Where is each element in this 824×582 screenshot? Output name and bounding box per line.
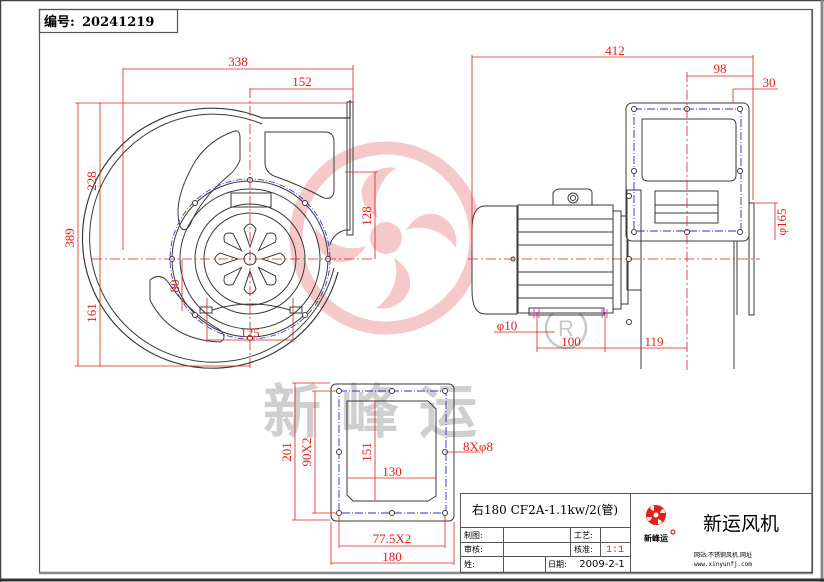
company-name: 新运风机 (703, 513, 779, 535)
dim-flange-outer-width: 180 (382, 549, 402, 564)
label-date: 日期: (548, 560, 567, 569)
front-view-dimensions (75, 65, 378, 370)
side-view (471, 102, 755, 369)
label-name: 姓: (464, 559, 475, 569)
dim-to-center: 119 (644, 334, 663, 349)
dim-height-upper: 228 (84, 171, 99, 191)
watermark-text: 新峰运 (263, 378, 497, 446)
dim-flange-outer-height: 201 (279, 442, 294, 462)
serial-value: 20241219 (82, 15, 154, 30)
dim-width-partial: 152 (292, 74, 312, 89)
serial-label: 编号: (44, 14, 75, 30)
dim-height-total: 389 (62, 228, 77, 248)
dim-flange-bolt-height: 90X2 (299, 438, 314, 467)
dim-foot-spacing-side: 100 (561, 334, 581, 349)
drawing-frame (38, 8, 814, 574)
watermark-logo-icon (289, 141, 483, 335)
serial-box (38, 8, 179, 34)
dim-flange-holes: 8Xφ8 (463, 439, 493, 454)
company-logo-text: 新峰运 (644, 533, 668, 543)
model-title: 右180 CF2A-1.1kw/2(管) (472, 502, 618, 517)
company-logo-icon (646, 505, 666, 525)
title-block (460, 493, 813, 573)
date-value: 2009-2-1 (579, 559, 624, 570)
label-reviewer: 审核: (464, 544, 483, 554)
dim-outlet-height: 128 (359, 206, 374, 226)
dim-width-total: 338 (228, 54, 248, 69)
label-approval: 核准: (574, 544, 593, 554)
dim-flange-inner-height: 151 (359, 442, 374, 462)
dim-flange-inner-width: 130 (382, 464, 402, 479)
side-view-dimensions (468, 55, 778, 370)
label-process: 工艺: (574, 531, 593, 540)
scale-value: 1:1 (606, 545, 624, 556)
dim-length-total: 412 (605, 43, 625, 58)
dim-foot-spacing: 125 (240, 325, 260, 340)
foot-hole-marks (533, 309, 608, 318)
label-drafter: 制图: (464, 530, 483, 540)
dim-diameter: φ165 (774, 208, 789, 235)
flange-view (330, 383, 455, 522)
dim-foot-height: 80 (167, 280, 182, 293)
dim-flange-bolt-width: 77.5X2 (373, 531, 412, 546)
dim-outlet-offset: 98 (714, 61, 727, 76)
dim-height-lower: 161 (84, 303, 99, 323)
website-label: 网站:不锈钢风机.网址 (694, 551, 752, 559)
flange-view-dimensions (292, 382, 480, 565)
dim-flange-depth: 30 (763, 75, 776, 90)
svg-text:R: R (558, 316, 574, 341)
website-url: www.xinyunfj.com (694, 561, 752, 568)
dim-foot-hole: φ10 (497, 318, 518, 333)
